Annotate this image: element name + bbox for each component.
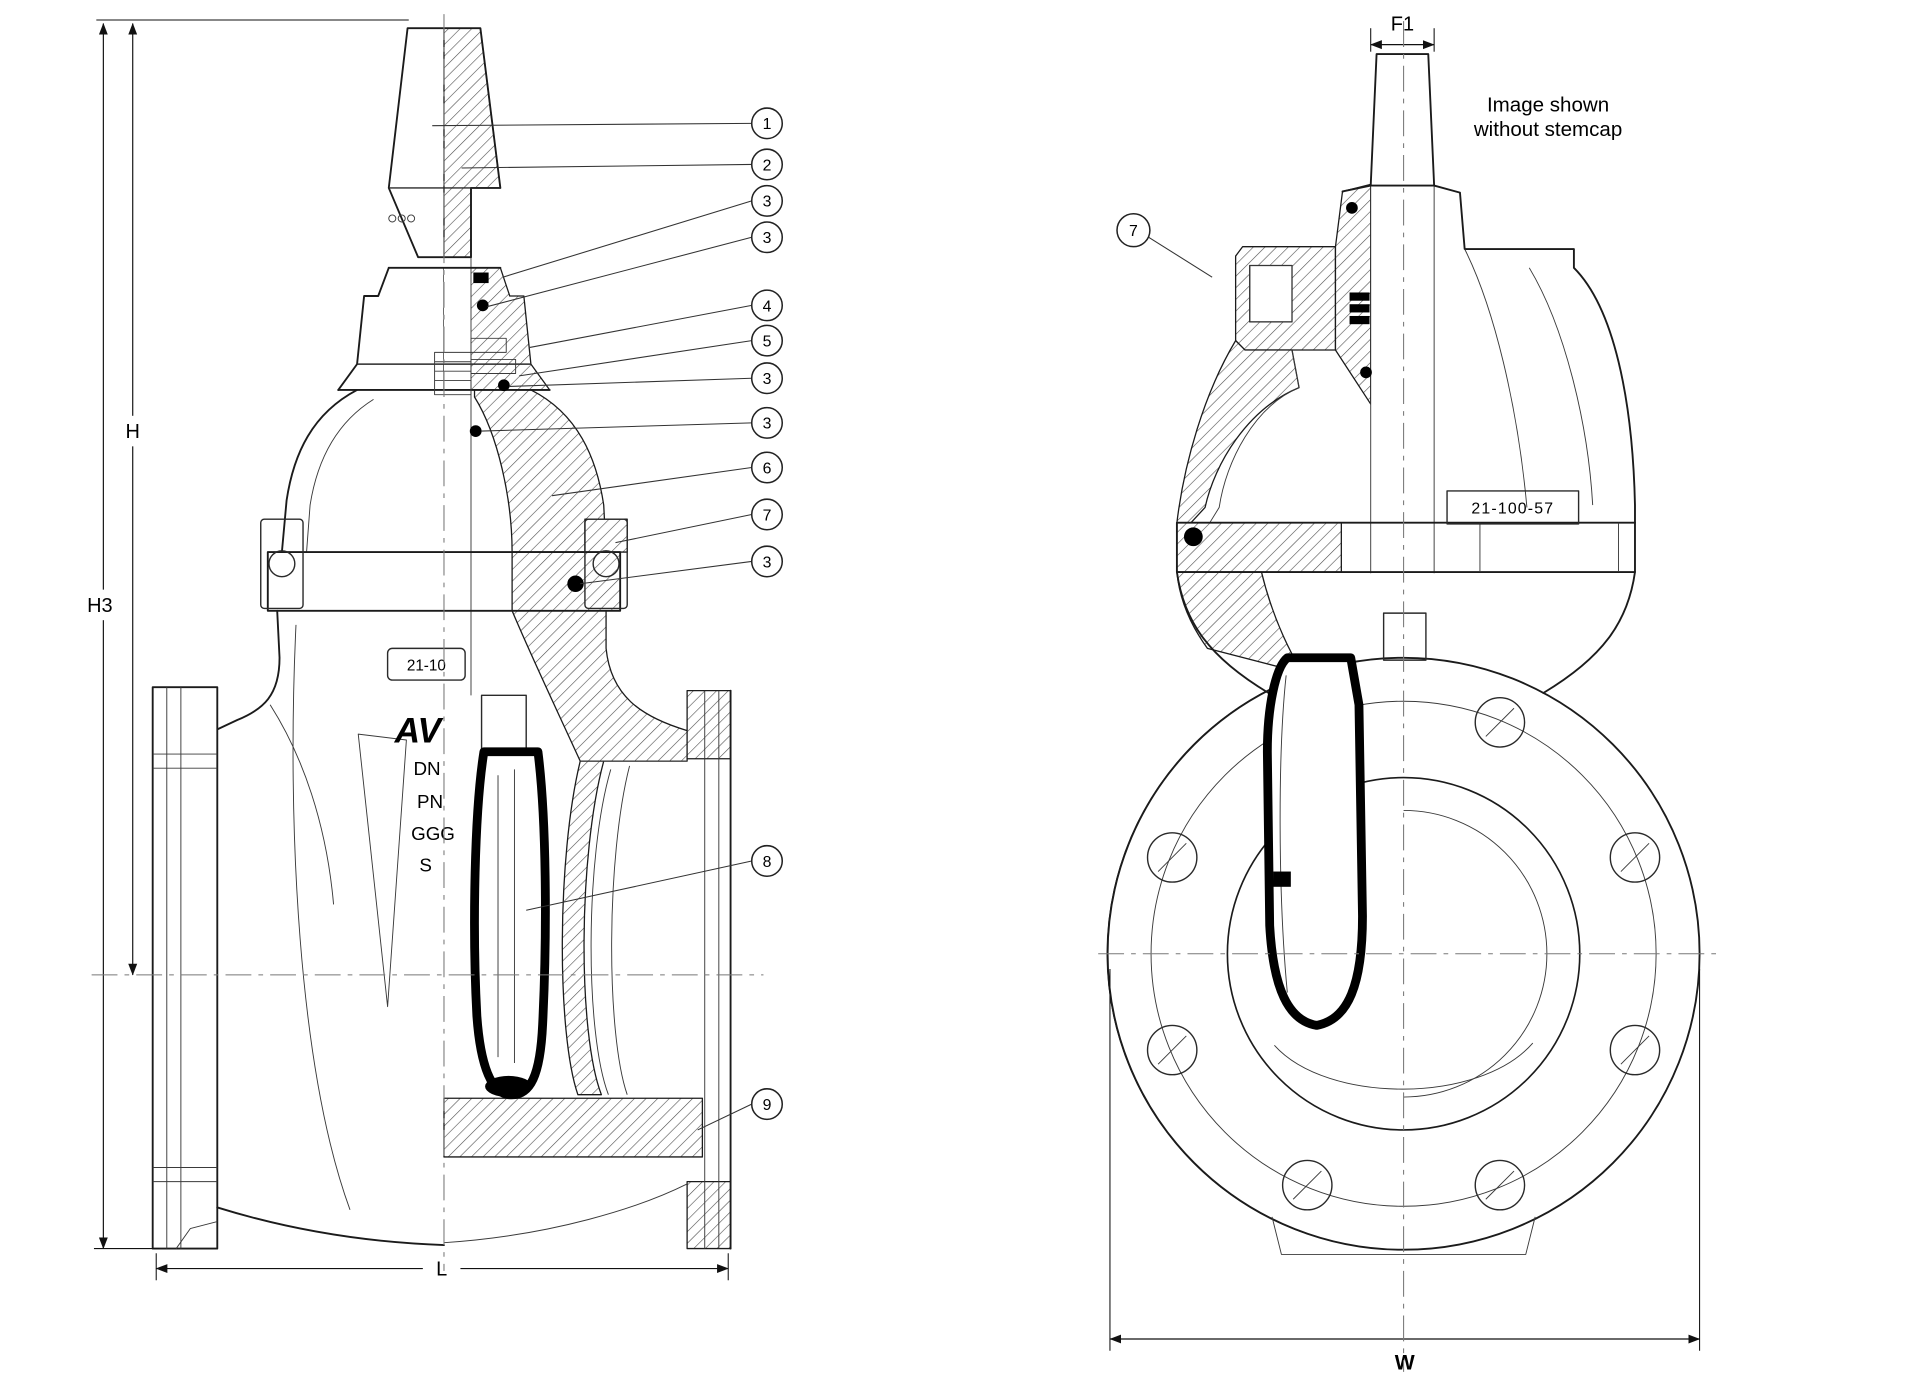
dimension-f1-label: F1 <box>1391 14 1414 36</box>
svg-text:1: 1 <box>763 116 772 133</box>
callouts-left: 1 2 3 3 4 5 3 3 6 7 3 8 9 <box>432 107 784 1131</box>
stem-bore-column <box>443 257 471 696</box>
bonnet-o-ring <box>567 575 584 592</box>
seals-front <box>1183 202 1372 547</box>
gate-front <box>1262 612 1427 1030</box>
left-flange <box>151 686 219 1250</box>
callout-4: 4 <box>528 289 784 349</box>
svg-text:7: 7 <box>763 507 772 524</box>
callout-1: 1 <box>432 107 784 140</box>
callout-3b: 3 <box>487 221 784 308</box>
callout-3e: 3 <box>580 545 784 585</box>
marking-pn: PN <box>417 791 443 812</box>
wiper-seal <box>473 272 489 284</box>
svg-text:3: 3 <box>763 416 772 433</box>
bolt-hole <box>1474 696 1526 748</box>
stem <box>387 27 502 259</box>
o-ring-middle <box>498 379 510 392</box>
note-line-1: Image shown <box>1487 94 1609 117</box>
marking-dn: DN <box>413 758 440 779</box>
lower-o-ring <box>1360 366 1372 379</box>
dimension-h3-label: H3 <box>87 595 113 617</box>
bonnet-front: 21-100-57 <box>1175 184 1636 694</box>
dimension-h3: H3 <box>82 19 409 1250</box>
callout-3d: 3 <box>481 406 784 439</box>
dimension-w-label: W <box>1395 1352 1415 1375</box>
callout-5: 5 <box>519 324 784 377</box>
dimension-f1: F1 <box>1370 14 1435 52</box>
svg-text:2: 2 <box>763 157 772 174</box>
gate-wedge <box>470 694 550 1100</box>
svg-text:3: 3 <box>763 371 772 388</box>
stem-o-ring <box>1346 202 1358 214</box>
dimension-l: L <box>155 1252 729 1283</box>
bolt-hole <box>1146 832 1198 883</box>
o-ring-upper <box>476 299 489 312</box>
svg-text:3: 3 <box>763 554 772 571</box>
note-line-2: without stemcap <box>1473 118 1622 141</box>
callout-right-7: 7 <box>1116 213 1213 278</box>
stem-front <box>1369 53 1436 187</box>
part-number-text: 21-100-57 <box>1471 500 1554 517</box>
callout-6: 6 <box>551 451 784 497</box>
part-number-pad <box>1446 490 1580 525</box>
bolt-hole <box>1609 832 1661 883</box>
callout-3c: 3 <box>509 362 784 395</box>
brand-logo-text: AV <box>394 711 444 750</box>
svg-text:3: 3 <box>763 230 772 247</box>
valve-body <box>151 609 732 1250</box>
nameplate-text: 21-10 <box>407 658 446 675</box>
bolt-hole <box>1281 1159 1333 1211</box>
right-view: 21-100-57 F1 <box>1098 14 1718 1375</box>
bolt-hole <box>1146 1024 1198 1076</box>
bonnet-flange-o-ring <box>1183 527 1203 547</box>
bolt-hole <box>1609 1024 1661 1076</box>
svg-text:8: 8 <box>763 854 772 871</box>
dimension-l-label: L <box>436 1259 447 1281</box>
bolt-hole <box>1474 1159 1526 1211</box>
left-view: 21-10 AV DN PN GGG S H3 H L <box>82 14 784 1283</box>
callout-2: 2 <box>461 148 784 181</box>
note-without-stemcap: Image shown without stemcap <box>1473 94 1622 142</box>
callout-7: 7 <box>615 498 784 544</box>
stem-column <box>1370 185 1435 574</box>
dimension-h: H <box>117 22 148 976</box>
callout-8: 8 <box>526 844 784 911</box>
svg-text:4: 4 <box>763 298 772 315</box>
svg-text:9: 9 <box>763 1097 772 1114</box>
flange-bolt-holes <box>1146 696 1661 1211</box>
svg-text:6: 6 <box>763 460 772 477</box>
svg-text:3: 3 <box>763 194 772 211</box>
marking-ggg: GGG <box>411 823 455 844</box>
dimension-w: W <box>1109 969 1701 1375</box>
callout-9: 9 <box>697 1088 784 1131</box>
dimension-h-label: H <box>126 421 140 443</box>
nameplate <box>386 647 466 681</box>
svg-text:5: 5 <box>763 334 772 351</box>
marking-s: S <box>419 855 432 876</box>
o-ring-lower <box>469 425 482 437</box>
svg-text:7: 7 <box>1129 223 1138 240</box>
callout-3a: 3 <box>502 184 784 278</box>
seals <box>469 272 584 592</box>
